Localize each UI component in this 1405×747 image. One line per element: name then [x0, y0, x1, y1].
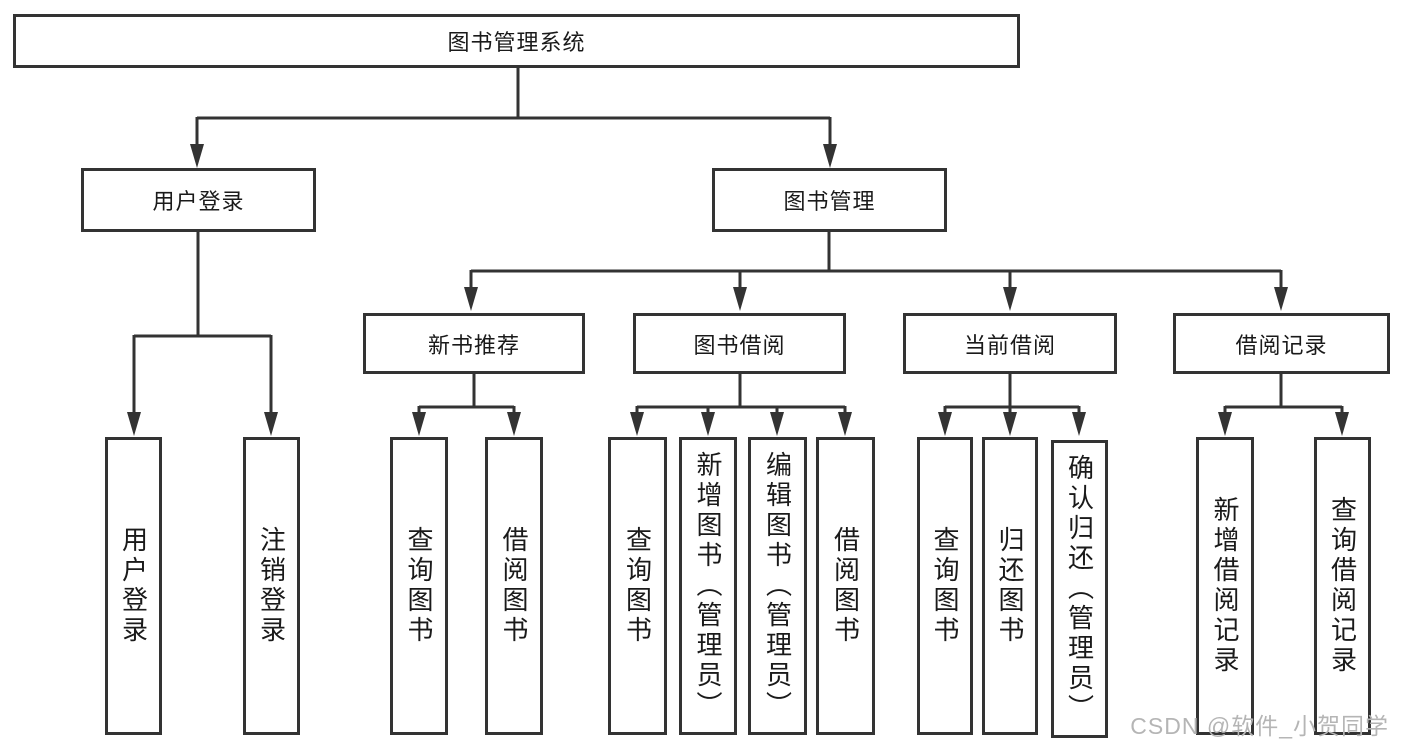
node-user-login: 用户登录	[81, 168, 316, 232]
leaf-user-login: 用户登录	[105, 437, 162, 735]
node-current-borrow: 当前借阅	[903, 313, 1117, 374]
leaf-query-books-borrow-label: 查询图书	[622, 526, 653, 646]
leaf-query-books-current-label: 查询图书	[930, 526, 960, 646]
node-book-management-label: 图书管理	[783, 189, 876, 214]
leaf-confirm-return-admin: 确认归还（管理员）	[1051, 440, 1108, 738]
leaf-query-books-borrow: 查询图书	[608, 437, 667, 735]
leaf-logout: 注销登录	[243, 437, 300, 735]
leaf-query-borrow-record-label: 查询借阅记录	[1327, 496, 1358, 676]
leaf-query-books-recommend-label: 查询图书	[404, 526, 434, 646]
leaf-add-book-admin: 新增图书（管理员）	[679, 437, 737, 735]
leaf-borrow-books-recommend-label: 借阅图书	[499, 526, 529, 646]
csdn-watermark: CSDN @软件_小贺同学	[1130, 713, 1389, 739]
leaf-query-books-current: 查询图书	[917, 437, 973, 735]
node-new-book-recommend: 新书推荐	[363, 313, 585, 374]
leaf-borrow-books: 借阅图书	[816, 437, 875, 735]
leaf-user-login-label: 用户登录	[118, 526, 149, 646]
leaf-borrow-books-label: 借阅图书	[830, 526, 861, 646]
node-book-borrow: 图书借阅	[633, 313, 846, 374]
leaf-add-borrow-record: 新增借阅记录	[1196, 437, 1254, 735]
leaf-add-borrow-record-label: 新增借阅记录	[1210, 496, 1240, 676]
node-book-management: 图书管理	[712, 168, 947, 232]
node-book-borrow-label: 图书借阅	[693, 332, 786, 358]
node-root-library-system: 图书管理系统	[13, 14, 1020, 68]
leaf-borrow-books-recommend: 借阅图书	[485, 437, 543, 735]
leaf-return-book-label: 归还图书	[995, 526, 1025, 646]
leaf-query-borrow-record: 查询借阅记录	[1314, 437, 1371, 735]
leaf-edit-book-admin-label: 编辑图书（管理员）	[762, 451, 793, 721]
node-borrow-records: 借阅记录	[1173, 313, 1390, 374]
leaf-logout-label: 注销登录	[256, 526, 287, 646]
node-current-borrow-label: 当前借阅	[963, 332, 1056, 358]
leaf-edit-book-admin: 编辑图书（管理员）	[748, 437, 807, 735]
node-borrow-records-label: 借阅记录	[1235, 332, 1328, 358]
node-new-book-recommend-label: 新书推荐	[427, 332, 520, 358]
node-user-login-label: 用户登录	[152, 189, 245, 214]
leaf-add-book-admin-label: 新增图书（管理员）	[693, 451, 723, 721]
leaf-return-book: 归还图书	[982, 437, 1038, 735]
leaf-confirm-return-admin-label: 确认归还（管理员）	[1064, 454, 1095, 724]
node-root-label: 图书管理系统	[447, 30, 586, 55]
leaf-query-books-recommend: 查询图书	[390, 437, 448, 735]
